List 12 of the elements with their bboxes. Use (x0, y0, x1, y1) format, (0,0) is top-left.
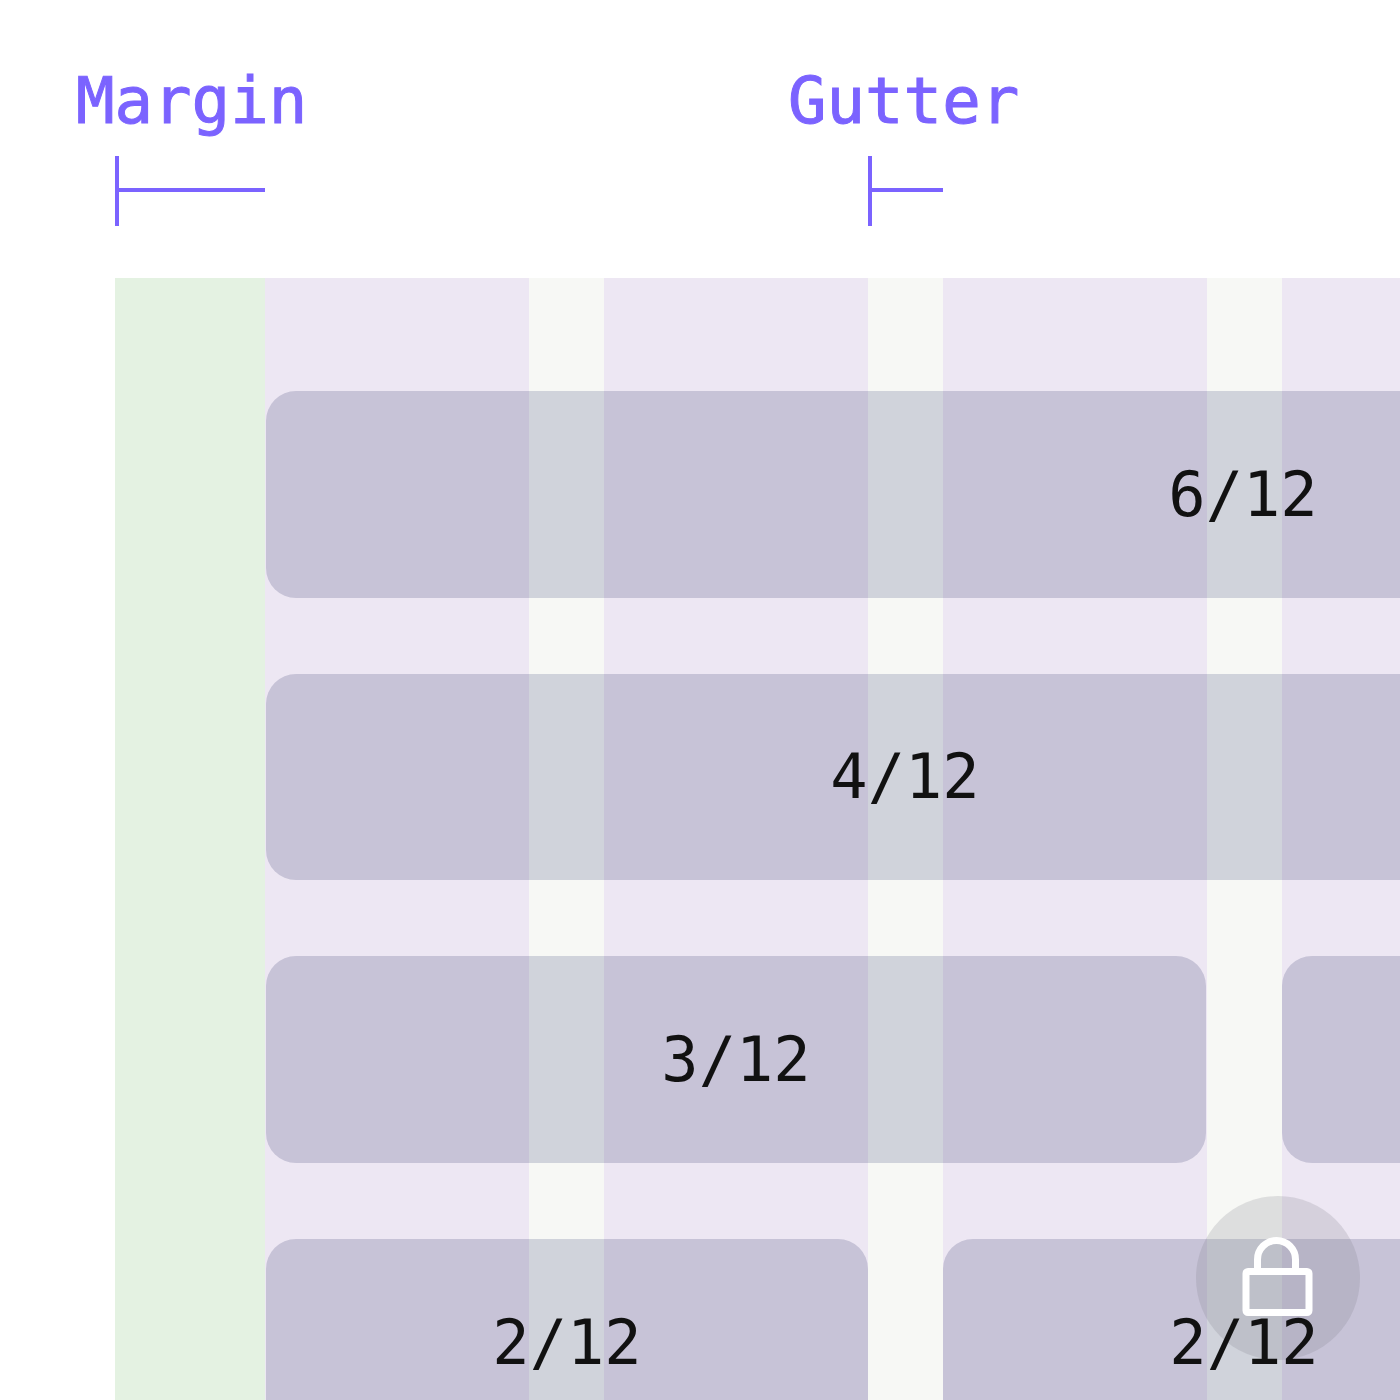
fraction-label: 2/12 (1169, 1311, 1319, 1374)
fraction-label: 3/12 (661, 1028, 811, 1091)
fraction-label: 6/12 (1168, 463, 1318, 526)
fraction-label: 4/12 (830, 746, 980, 808)
column-span-bar (266, 956, 1206, 1163)
gutter-label: Gutter (788, 69, 1020, 133)
column-span-bar (266, 391, 1400, 598)
column-span-bar (266, 1239, 868, 1400)
column-span-bar (1282, 956, 1400, 1163)
fraction-label: 2/12 (492, 1311, 642, 1374)
column-span-bar (266, 674, 1400, 880)
column-span-bar (943, 1239, 1400, 1400)
